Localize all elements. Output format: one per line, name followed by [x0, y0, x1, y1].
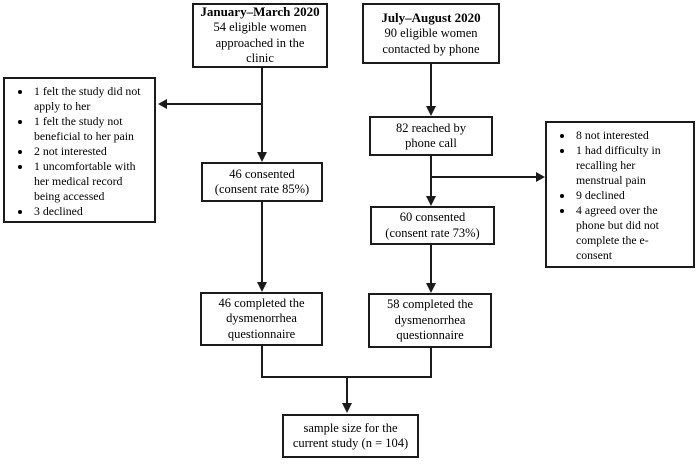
arrow-clinic-recruitment-to-consented — [257, 68, 267, 162]
box-clinic-consented: 46 consented (consent rate 85%) — [201, 162, 323, 202]
exclusion-item: 9 declined — [574, 188, 693, 203]
merge-connector — [261, 346, 432, 378]
box-phone-consented: 60 consented (consent rate 73%) — [370, 206, 495, 245]
arrow-reached-to-consented — [426, 156, 436, 206]
box-clinic-completed: 46 completed the dysmenorrhea questionna… — [200, 292, 323, 346]
box-phone-recruitment: July–August 2020 90 eligible women conta… — [362, 3, 500, 64]
exclusion-item: 2 not interested — [32, 144, 154, 159]
exclusion-item: 4 agreed over the phone but did not comp… — [574, 203, 693, 263]
phone-reached-text: 82 reached by phone call — [395, 120, 467, 151]
box-clinic-exclusions: 1 felt the study did not apply to her 1 … — [3, 77, 156, 223]
box-phone-reached: 82 reached by phone call — [369, 116, 493, 156]
arrow-clinic-consented-to-completed — [257, 202, 267, 292]
exclusion-item: 1 had difficulty in recalling her menstr… — [574, 143, 693, 188]
exclusion-item: 3 declined — [32, 204, 154, 219]
clinic-exclusions-list: 1 felt the study did not apply to her 1 … — [5, 84, 154, 219]
arrow-phone-consented-to-completed — [426, 245, 436, 293]
clinic-period-title: January–March 2020 — [200, 4, 320, 20]
exclusion-item: 1 felt the study did not apply to her — [32, 84, 154, 114]
exclusion-item: 1 felt the study not beneficial to her p… — [32, 114, 154, 144]
exclusion-item: 8 not interested — [574, 128, 693, 143]
clinic-recruitment-text: 54 eligible women approached in the clin… — [213, 20, 307, 66]
sample-size-text: sample size for the current study (n = 1… — [292, 420, 409, 451]
clinic-consented-text: 46 consented (consent rate 85%) — [214, 166, 310, 197]
arrow-phone-recruitment-to-reached — [426, 64, 436, 116]
box-phone-completed: 58 completed the dysmenorrhea questionna… — [368, 293, 492, 348]
phone-period-title: July–August 2020 — [381, 10, 481, 25]
arrow-phone-to-exclusions — [431, 172, 545, 182]
box-sample-size: sample size for the current study (n = 1… — [282, 414, 419, 458]
box-phone-exclusions: 8 not interested 1 had difficulty in rec… — [545, 121, 695, 268]
phone-exclusions-list: 8 not interested 1 had difficulty in rec… — [547, 128, 693, 263]
phone-recruitment-text: 90 eligible women contacted by phone — [382, 26, 480, 56]
arrow-merge-to-sample-size — [342, 377, 352, 413]
clinic-completed-text: 46 completed the dysmenorrhea questionna… — [218, 295, 305, 341]
phone-completed-text: 58 completed the dysmenorrhea questionna… — [386, 297, 474, 343]
box-clinic-recruitment: January–March 2020 54 eligible women app… — [192, 3, 328, 68]
phone-consented-text: 60 consented (consent rate 73%) — [385, 210, 480, 240]
arrow-clinic-to-exclusions — [158, 99, 262, 109]
exclusion-item: 1 uncomfortable with her medical record … — [32, 159, 154, 204]
